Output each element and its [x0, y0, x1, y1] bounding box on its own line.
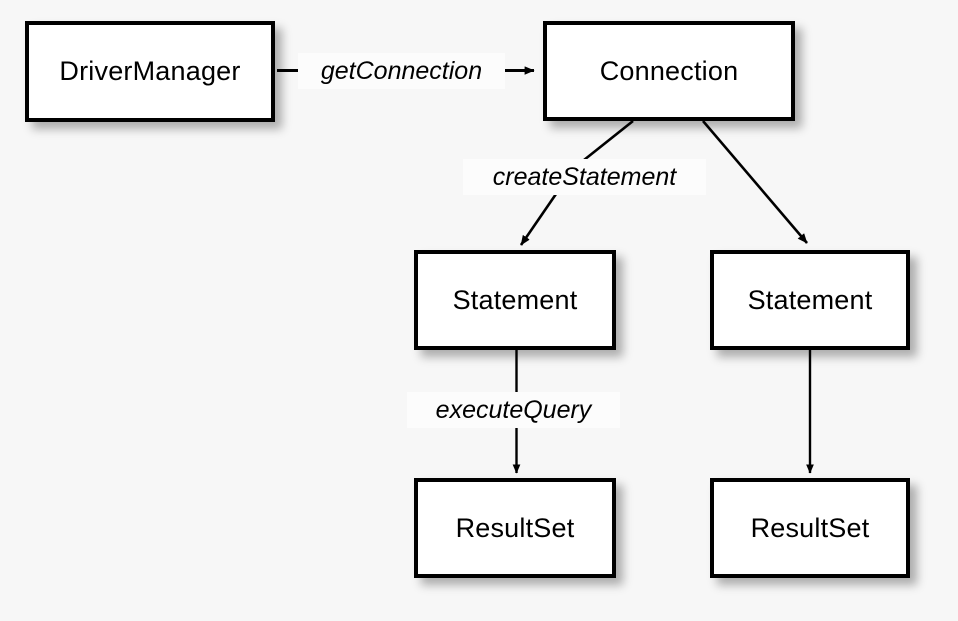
node-label-resultset-left: ResultSet [455, 512, 575, 543]
node-label-statement-right: Statement [747, 284, 873, 315]
node-resultset-left[interactable]: ResultSet [414, 478, 616, 578]
node-label-connection: Connection [599, 55, 739, 86]
edge-connection-statement-right [702, 120, 808, 244]
node-connection[interactable]: Connection [543, 21, 795, 121]
node-statement-left[interactable]: Statement [414, 250, 616, 350]
node-resultset-right[interactable]: ResultSet [710, 478, 910, 578]
edge-label-getconnection: getConnection [298, 53, 505, 89]
node-statement-right[interactable]: Statement [710, 250, 910, 350]
node-label-statement-left: Statement [452, 284, 578, 315]
edge-label-executequery: executeQuery [407, 392, 620, 428]
edge-label-createstatement: createStatement [463, 159, 706, 195]
node-label-resultset-right: ResultSet [750, 512, 870, 543]
node-label-driver-manager: DriverManager [59, 56, 241, 86]
node-driver-manager[interactable]: DriverManager [25, 21, 275, 122]
